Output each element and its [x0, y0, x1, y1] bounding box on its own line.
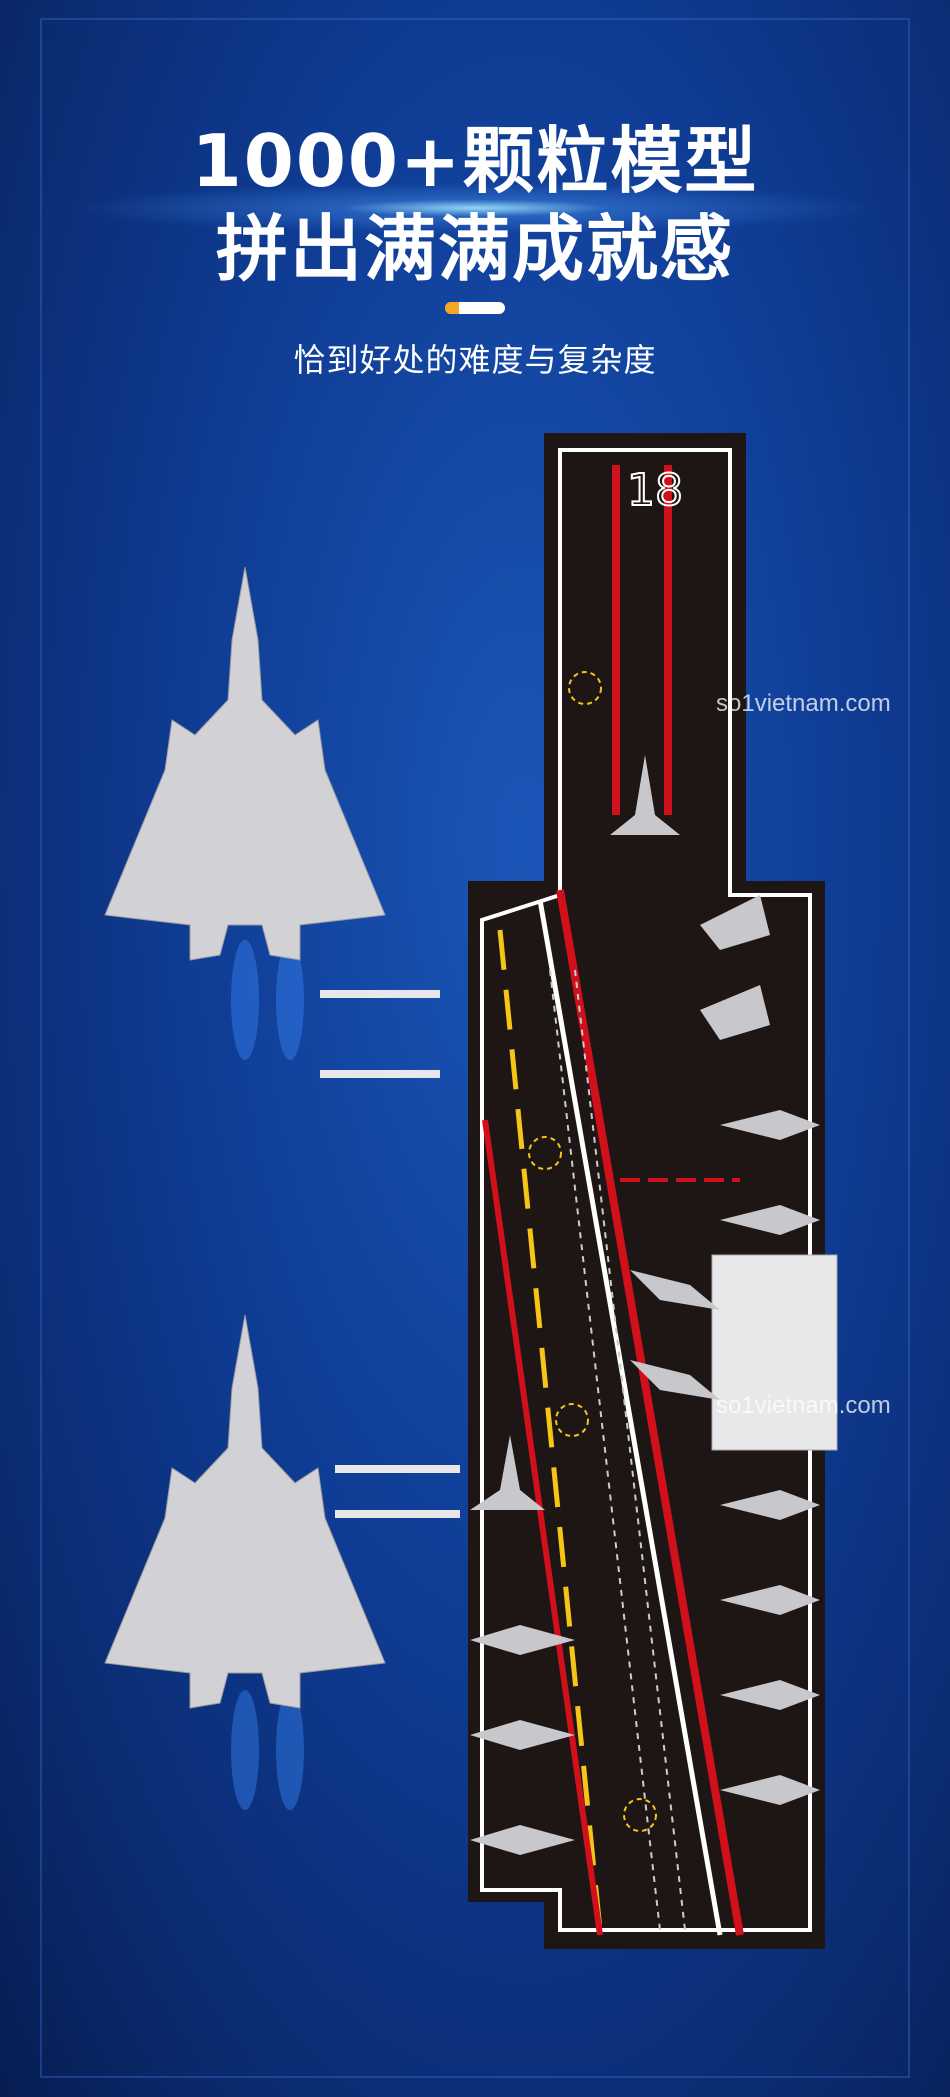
carrier-island — [711, 1254, 838, 1451]
light-flare — [0, 178, 950, 238]
carrier-deck — [468, 433, 825, 1949]
deck-number: 18 — [627, 465, 683, 516]
subtitle: 恰到好处的难度与复杂度 — [293, 341, 657, 379]
forward-runway: 18 — [612, 464, 684, 815]
deck-jets — [470, 755, 820, 1855]
frame-border — [40, 18, 910, 2078]
headline-line-1: 1000+颗粒模型 — [191, 119, 759, 203]
headline-line-2: 拼出满满成就感 — [215, 207, 734, 291]
watermark: so1vietnam.com — [716, 1392, 891, 1419]
angled-runway — [482, 889, 744, 1936]
fighter-jet-top — [104, 566, 386, 1060]
deck-edge-line — [480, 448, 812, 1932]
watermark: so1vietnam.com — [716, 690, 891, 717]
accent-bar — [445, 302, 505, 314]
fighter-jet-bottom — [104, 1314, 386, 1810]
